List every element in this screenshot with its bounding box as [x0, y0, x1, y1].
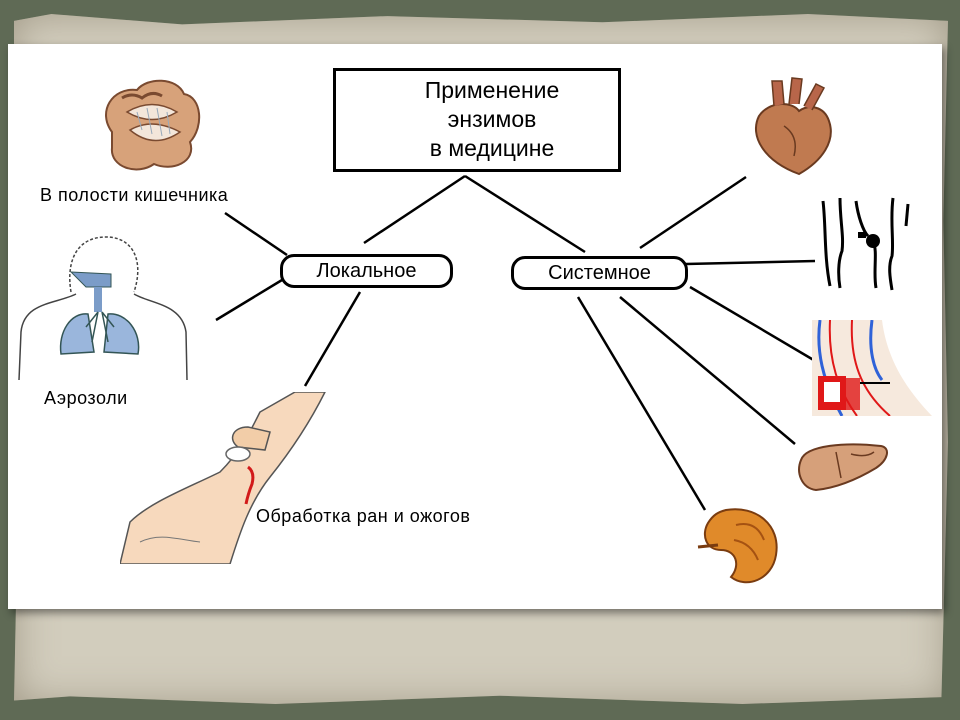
- label-wounds: Обработка ран и ожогов: [256, 506, 471, 526]
- kidney-icon: [697, 508, 778, 584]
- title-line-1: Применение: [424, 77, 560, 103]
- arm-wound-icon: [120, 392, 326, 564]
- joint-icon: [821, 197, 910, 291]
- label-intestine: В полости кишечника: [40, 185, 229, 205]
- intestine-icon: [105, 79, 201, 171]
- diagram-title-box: Применение энзимов в медицине: [333, 68, 621, 172]
- title-line-3: в медицине: [429, 135, 555, 161]
- liver-icon: [798, 443, 888, 492]
- title-line-2: энзимов: [447, 106, 537, 132]
- branch-local: Локальное: [280, 254, 453, 288]
- branch-systemic: Системное: [511, 256, 688, 290]
- blood-vessel-icon: [812, 320, 932, 416]
- lungs-icon: [18, 236, 188, 381]
- heart-icon: [754, 77, 832, 176]
- branch-local-label: Локальное: [316, 260, 417, 282]
- label-aerosols: Аэрозоли: [44, 388, 128, 408]
- branch-systemic-label: Системное: [548, 262, 651, 284]
